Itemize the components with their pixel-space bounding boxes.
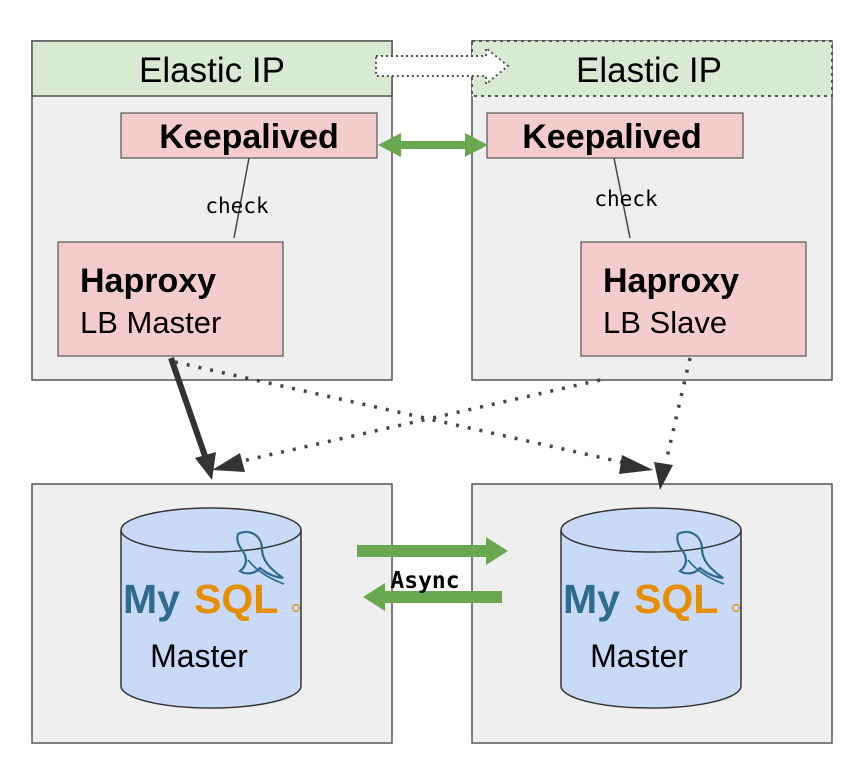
lb-master-to-left-db-arrowhead [195, 452, 216, 480]
right-keepalived-box [486, 112, 744, 159]
async-label: Async [390, 568, 459, 594]
lb-slave-to-right-db-arrowhead [654, 462, 673, 490]
left-mysql-dolphin-icon [236, 530, 285, 585]
right-server-panel: Elastic IP Keepalived check Haproxy LB S… [471, 40, 833, 381]
lb-master-to-right-db-arrowhead [619, 455, 653, 474]
left-elastic-ip-label: Elastic IP [139, 51, 285, 90]
right-haproxy-title: Haproxy [603, 262, 739, 300]
left-mysql-logo-my: My [123, 576, 180, 622]
left-elastic-ip-bar [31, 40, 393, 97]
right-db-cylinder [560, 507, 742, 709]
left-check-line [233, 157, 250, 239]
right-mysql-logo-my: My [563, 576, 620, 622]
keepalived-sync-arrow [378, 133, 488, 157]
left-keepalived-box [120, 112, 378, 159]
left-haproxy-title: Haproxy [80, 262, 216, 300]
elastic-ip-failover-arrow [375, 45, 510, 87]
right-check-line [613, 157, 631, 239]
right-elastic-ip-bar [471, 40, 833, 97]
left-mysql-logo-sql: SQL [194, 576, 278, 622]
lb-master-to-left-db-line [168, 357, 208, 457]
left-mysql-logo: My SQL [123, 576, 301, 622]
replication-arrow-right [357, 537, 508, 565]
lb-slave-to-left-db-line [237, 378, 601, 464]
lb-slave-to-left-db-arrowhead [212, 453, 245, 472]
left-db-panel: My SQL Master [31, 483, 393, 744]
right-keepalived-label: Keepalived [522, 118, 702, 156]
right-check-label: check [594, 187, 658, 211]
right-mysql-logo-sql: SQL [634, 576, 718, 622]
right-haproxy-role: LB Slave [603, 305, 727, 340]
left-server-panel: Elastic IP Keepalived check Haproxy LB M… [31, 40, 393, 381]
left-haproxy-box [57, 241, 284, 357]
left-registered-mark-icon [291, 603, 301, 613]
left-db-cylinder [120, 507, 302, 709]
right-db-role: Master [590, 638, 688, 674]
left-keepalived-label: Keepalived [159, 118, 339, 156]
left-check-label: check [205, 194, 269, 218]
right-mysql-dolphin-icon [676, 530, 725, 585]
replication-arrow-left [363, 583, 502, 611]
right-haproxy-box [580, 241, 807, 357]
left-haproxy-role: LB Master [80, 305, 221, 340]
right-db-panel: My SQL Master [471, 483, 833, 744]
right-elastic-ip-label: Elastic IP [576, 51, 722, 90]
right-registered-mark-icon [731, 603, 741, 613]
left-db-role: Master [150, 638, 248, 674]
right-mysql-logo: My SQL [563, 576, 741, 622]
